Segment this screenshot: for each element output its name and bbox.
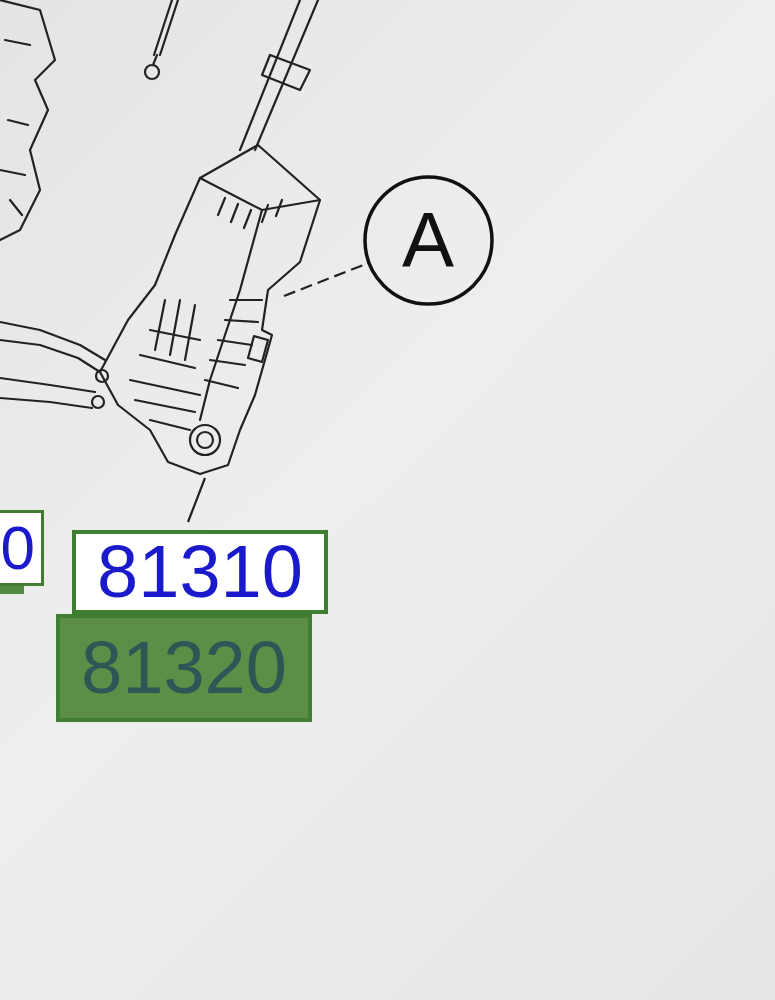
rod	[154, 0, 178, 55]
mechanism-detail	[0, 40, 30, 215]
cable-end	[96, 370, 108, 382]
partial-box-band	[0, 586, 24, 594]
part-leader	[188, 478, 205, 522]
part-number: 81310	[97, 535, 303, 609]
mechanism-outline	[0, 0, 55, 240]
cable-left-lower	[0, 378, 95, 408]
part-number: 81320	[81, 631, 287, 705]
actuator-ribs	[130, 300, 262, 430]
callout-leader	[284, 264, 366, 296]
rod-link	[153, 55, 157, 65]
cable-fitting	[262, 55, 310, 90]
actuator-vents	[218, 198, 282, 228]
connector-socket	[248, 336, 268, 362]
callout-letter: A	[402, 201, 454, 279]
callout-circle: A	[362, 174, 495, 307]
rod-end	[145, 65, 159, 79]
part-number-box: 81320	[56, 614, 312, 722]
bolt-hole-inner	[197, 432, 213, 448]
part-number-box: 0	[0, 510, 44, 586]
bolt-hole	[190, 425, 220, 455]
cable	[240, 0, 318, 150]
part-number: 0	[1, 517, 35, 579]
actuator-grid	[140, 300, 200, 368]
part-number-box: 81310	[72, 530, 328, 614]
callout-ring	[365, 177, 492, 304]
actuator-body	[100, 145, 320, 474]
cable-end	[92, 396, 104, 408]
cable-left	[0, 322, 105, 372]
